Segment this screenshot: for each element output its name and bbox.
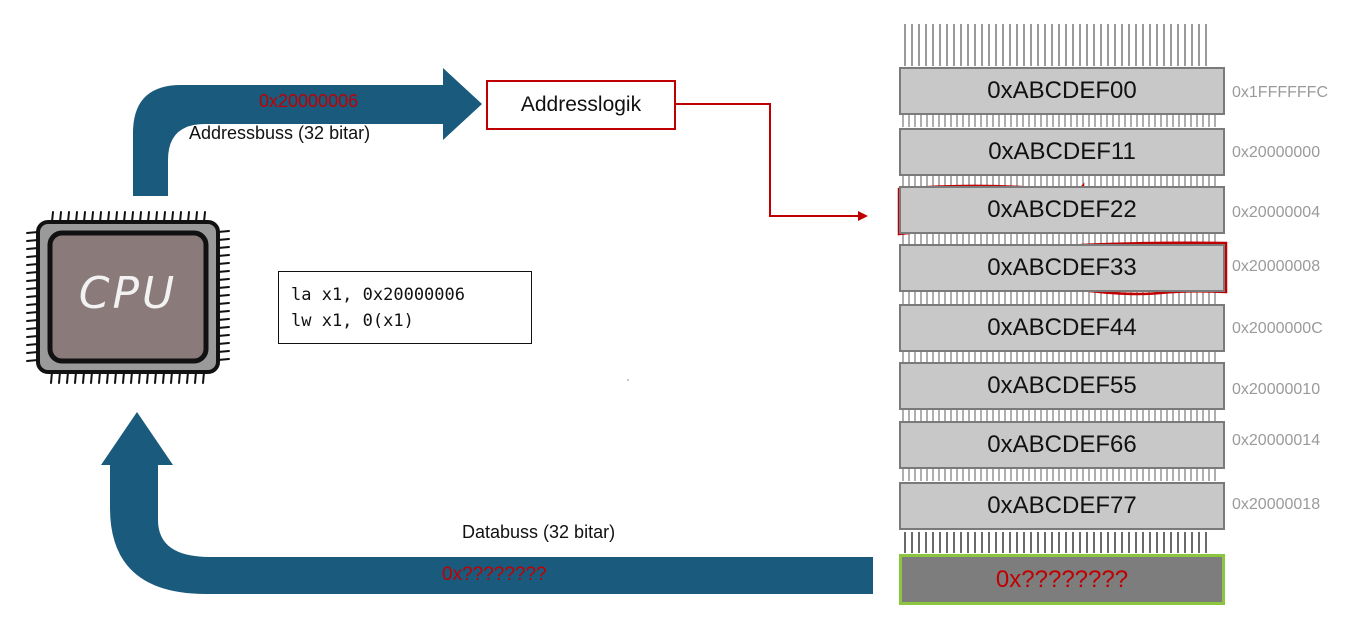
memory-cell: 0xABCDEF11 — [899, 128, 1225, 176]
data-bus-label: Databuss (32 bitar) — [462, 522, 616, 542]
memory-cell: 0xABCDEF66 — [899, 421, 1225, 469]
memory-address: 0x20000004 — [1232, 204, 1321, 221]
address-logic-connector-arrowhead — [858, 211, 868, 221]
memory-address: 0x20000000 — [1232, 144, 1321, 161]
cpu-chip-inner — [47, 230, 209, 364]
memory-cell: 0xABCDEF22 — [899, 186, 1225, 234]
address-bus-arrow — [133, 68, 482, 196]
memory-cell: 0xABCDEF00 — [899, 67, 1225, 115]
memory-address: 0x20000010 — [1232, 381, 1321, 398]
memory-address: 0x20000014 — [1232, 432, 1321, 449]
memory-cell-value: 0xABCDEF66 — [987, 431, 1137, 458]
address-bus-label: Addressbuss (32 bitar) — [189, 123, 371, 143]
memory-cell-value: 0xABCDEF77 — [987, 492, 1137, 519]
memory-cell-value: 0xABCDEF44 — [987, 314, 1137, 341]
cpu-label: CPU — [78, 268, 178, 319]
memory-bus-pins — [902, 24, 1216, 553]
memory-address: 0x20000018 — [1232, 496, 1321, 513]
memory-cell-value: 0xABCDEF00 — [987, 77, 1137, 104]
memory-cell: 0xABCDEF55 — [899, 362, 1225, 410]
memory-cell-value: 0xABCDEF11 — [988, 138, 1136, 165]
data-bus-arrow — [101, 412, 873, 594]
memory-cell: 0xABCDEF33 — [899, 244, 1225, 292]
memory-output-cell: 0x???????? — [899, 554, 1225, 605]
code-line-1: la x1, 0x20000006 — [291, 285, 465, 305]
speck — [627, 379, 629, 381]
memory-cell: 0xABCDEF44 — [899, 304, 1225, 352]
memory-address: 0x20000008 — [1232, 258, 1321, 275]
memory-address: 0x2000000C — [1232, 320, 1323, 337]
code-line-2: lw x1, 0(x1) — [291, 311, 414, 331]
address-logic-box: Addresslogik — [486, 80, 676, 130]
address-logic-label: Addresslogik — [520, 93, 642, 116]
memory-cell: 0xABCDEF77 — [899, 482, 1225, 530]
memory-address: 0x1FFFFFFC — [1232, 84, 1328, 101]
memory-cell-value: 0xABCDEF22 — [987, 196, 1137, 223]
address-logic-connector — [676, 103, 860, 217]
memory-cell-value: 0xABCDEF33 — [987, 254, 1137, 281]
data-bus-value: 0x???????? — [442, 564, 547, 585]
address-bus-value: 0x20000006 — [259, 91, 359, 111]
code-box: la x1, 0x20000006 lw x1, 0(x1) — [278, 271, 532, 344]
memory-cell-value: 0xABCDEF55 — [987, 372, 1137, 399]
memory-output-value: 0x???????? — [995, 565, 1129, 593]
